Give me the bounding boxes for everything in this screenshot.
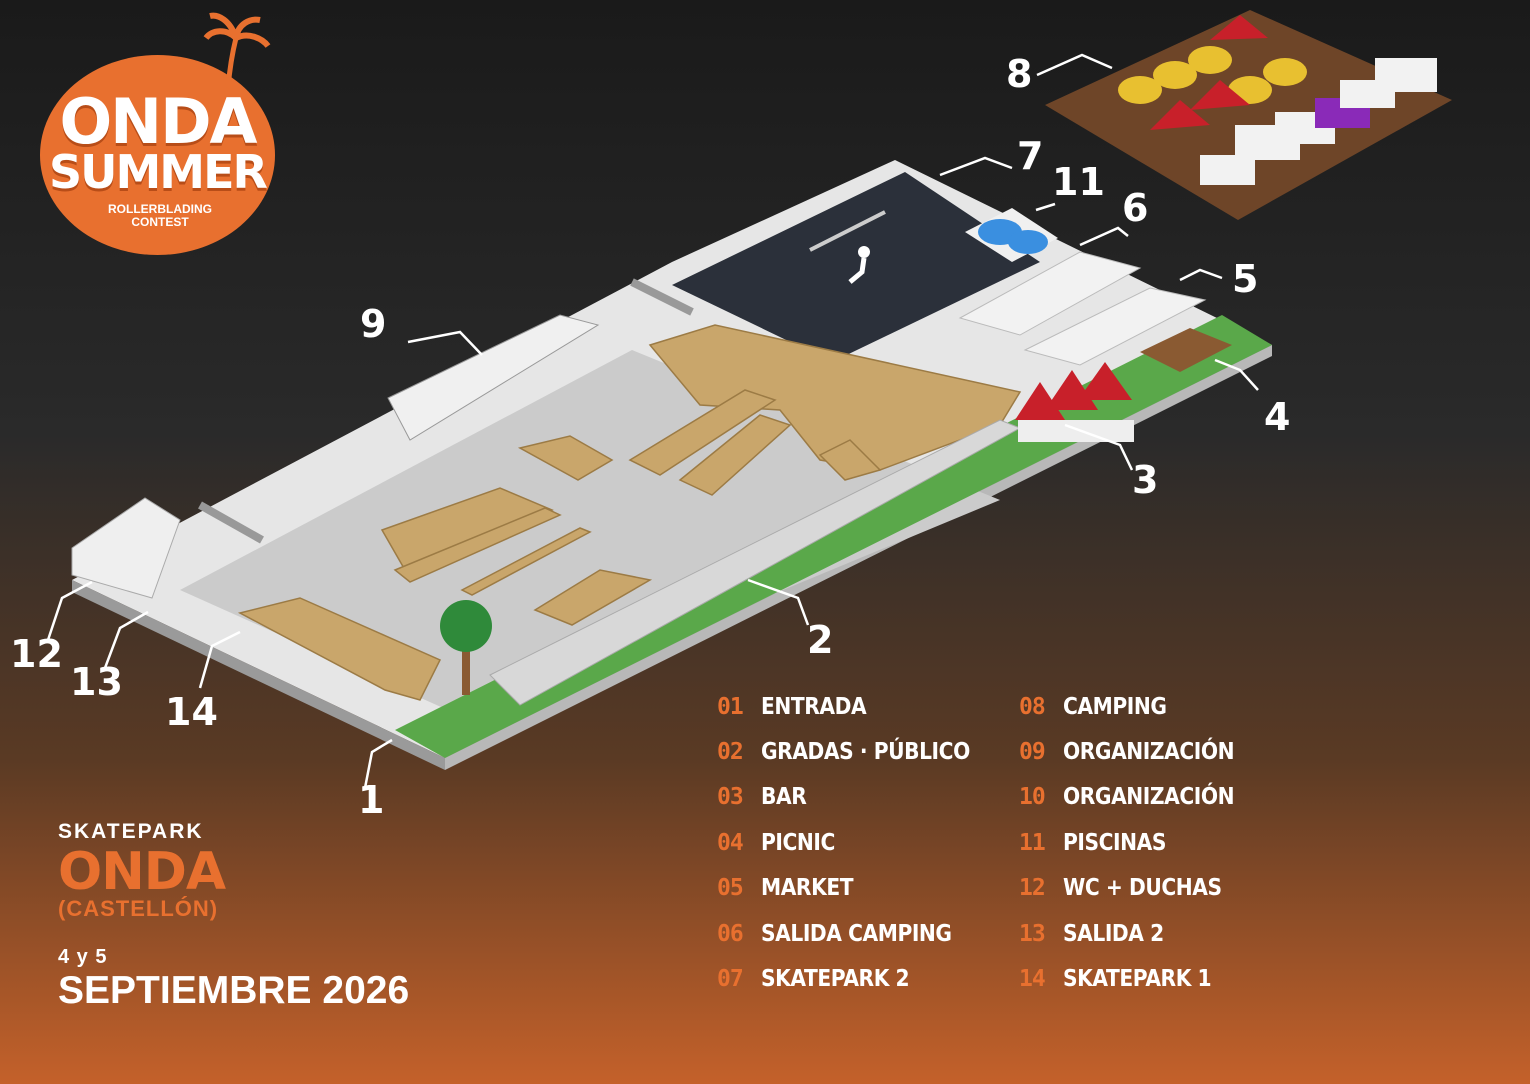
campervans bbox=[1200, 58, 1437, 185]
legend-label: SALIDA CAMPING bbox=[761, 920, 952, 947]
legend-item: 06 SALIDA CAMPING bbox=[717, 911, 1017, 956]
canopies bbox=[958, 251, 1207, 366]
legend-label: SALIDA 2 bbox=[1063, 920, 1164, 947]
logo-tagline: ROLLERBLADING CONTEST bbox=[108, 202, 212, 229]
map-label-3: 3 bbox=[1132, 458, 1159, 502]
map-label-8: 8 bbox=[1006, 52, 1033, 96]
legend-number: 05 bbox=[717, 875, 744, 902]
legend-label: MARKET bbox=[761, 875, 854, 902]
event-month: SEPTIEMBRE 2026 bbox=[58, 969, 410, 1012]
legend-number: 11 bbox=[1019, 829, 1046, 856]
fence bbox=[630, 278, 694, 316]
legend-item: 09 ORGANIZACIÓN bbox=[1019, 729, 1319, 774]
legend-label: ORGANIZACIÓN bbox=[1063, 784, 1235, 811]
palm-logo-icon bbox=[203, 12, 271, 89]
fence bbox=[198, 501, 264, 544]
legend-label: CAMPING bbox=[1063, 693, 1167, 720]
legend-number: 06 bbox=[717, 920, 744, 947]
skatepark-1-area bbox=[180, 350, 1000, 720]
legend-item: 08 CAMPING bbox=[1019, 684, 1319, 729]
legend-label: PICNIC bbox=[761, 829, 835, 856]
legend-number: 04 bbox=[717, 829, 744, 856]
logo-badge bbox=[40, 55, 275, 255]
map-label-9: 9 bbox=[360, 302, 387, 346]
map-label-4: 4 bbox=[1264, 395, 1291, 439]
legend-label: ENTRADA bbox=[761, 693, 867, 720]
legend-item: 14 SKATEPARK 1 bbox=[1019, 956, 1319, 1001]
legend-label: SKATEPARK 1 bbox=[1063, 966, 1212, 993]
skater-icon bbox=[858, 246, 870, 258]
map-label-14: 14 bbox=[165, 690, 218, 734]
organization-tent bbox=[387, 314, 600, 441]
legend-item: 02 GRADAS · PÚBLICO bbox=[717, 729, 1017, 774]
bar-tents bbox=[1015, 362, 1134, 442]
legend-item: 10 ORGANIZACIÓN bbox=[1019, 775, 1319, 820]
legend-label: ORGANIZACIÓN bbox=[1063, 739, 1235, 766]
picnic-tables bbox=[1140, 328, 1232, 372]
legend-number: 01 bbox=[717, 693, 744, 720]
legend-label: SKATEPARK 2 bbox=[761, 966, 910, 993]
map-label-1: 1 bbox=[358, 778, 385, 822]
legend-label: WC + DUCHAS bbox=[1063, 875, 1222, 902]
event-info: SKATEPARK ONDA (CASTELLÓN) 4 y 5 SEPTIEM… bbox=[58, 820, 409, 1013]
legend-column-1: 01 ENTRADA 02 GRADAS · PÚBLICO 03 BAR 04 PIC… bbox=[717, 684, 1017, 1002]
leader-lines bbox=[46, 53, 1259, 789]
venue-type: SKATEPARK bbox=[58, 820, 204, 843]
legend-number: 09 bbox=[1019, 739, 1046, 766]
map-label-11: 11 bbox=[1052, 160, 1105, 204]
legend-item: 05 MARKET bbox=[717, 866, 1017, 911]
legend-item: 12 WC + DUCHAS bbox=[1019, 866, 1319, 911]
legend-number: 08 bbox=[1019, 693, 1046, 720]
legend-item: 07 SKATEPARK 2 bbox=[717, 956, 1017, 1001]
legend-label: GRADAS · PÚBLICO bbox=[761, 739, 970, 766]
skatepark-2-court bbox=[672, 172, 1040, 362]
platform-front bbox=[72, 580, 445, 770]
legend-number: 03 bbox=[717, 784, 744, 811]
legend-item: 13 SALIDA 2 bbox=[1019, 911, 1319, 956]
map-label-6: 6 bbox=[1122, 186, 1149, 230]
legend-label: BAR bbox=[761, 784, 807, 811]
legend-item: 01 ENTRADA bbox=[717, 684, 1017, 729]
pool-water-2 bbox=[1008, 230, 1048, 254]
map-label-5: 5 bbox=[1232, 257, 1259, 301]
logo-title: ONDA bbox=[59, 85, 257, 158]
map-label-7: 7 bbox=[1017, 134, 1044, 178]
legend-number: 13 bbox=[1019, 920, 1046, 947]
legend-number: 12 bbox=[1019, 875, 1046, 902]
legend-item: 11 PISCINAS bbox=[1019, 820, 1319, 865]
ramps bbox=[237, 324, 1022, 701]
venue-location: (CASTELLÓN) bbox=[58, 896, 219, 921]
legend-item: 04 PICNIC bbox=[717, 820, 1017, 865]
wc-building bbox=[71, 497, 181, 599]
event-days: 4 y 5 bbox=[58, 946, 108, 968]
legend-item: 03 BAR bbox=[717, 775, 1017, 820]
legend-number: 07 bbox=[717, 966, 744, 993]
map-label-2: 2 bbox=[807, 618, 834, 662]
legend-number: 14 bbox=[1019, 966, 1046, 993]
legend-number: 02 bbox=[717, 739, 744, 766]
palm-trunk bbox=[462, 635, 470, 695]
rail bbox=[809, 210, 886, 252]
camping-tents bbox=[1118, 15, 1307, 130]
logo: ONDA SUMMER ROLLERBLADING CONTEST bbox=[40, 12, 280, 255]
legend-label: PISCINAS bbox=[1063, 829, 1166, 856]
map-label-12: 12 bbox=[10, 632, 63, 676]
camping-ground bbox=[1045, 10, 1452, 220]
venue-name: ONDA bbox=[58, 842, 226, 902]
map-label-13: 13 bbox=[70, 660, 123, 704]
palm-icon bbox=[440, 600, 492, 652]
logo-subtitle: SUMMER bbox=[49, 145, 268, 199]
legend-number: 10 bbox=[1019, 784, 1046, 811]
